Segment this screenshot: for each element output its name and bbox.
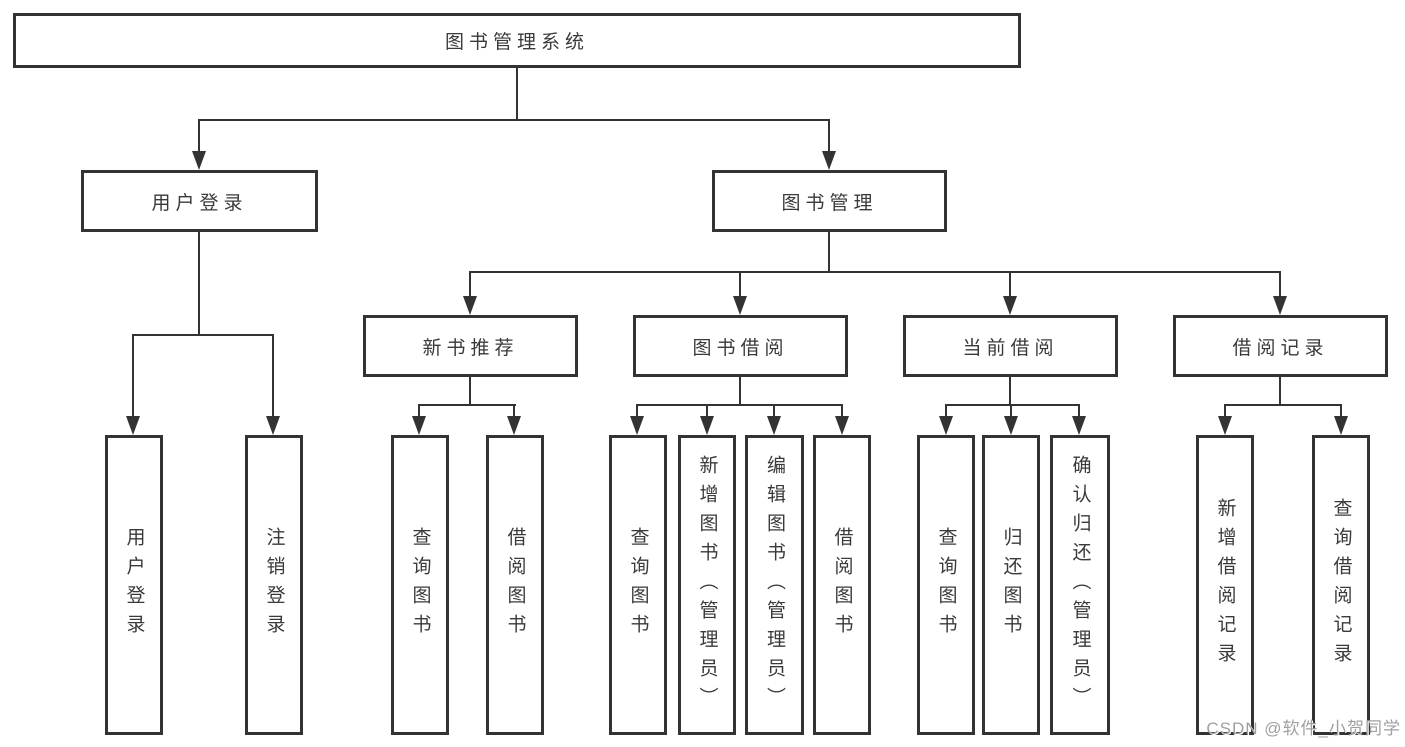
node-current-borrowing: 当前借阅	[903, 315, 1118, 377]
arrow-down-icon	[630, 416, 644, 435]
connector-line	[828, 232, 830, 272]
arrow-down-icon	[412, 416, 426, 435]
arrow-down-icon	[507, 416, 521, 435]
arrow-down-icon	[1072, 416, 1086, 435]
arrow-down-icon	[1218, 416, 1232, 435]
leaf-query-books-recommend: 查询图书	[391, 435, 449, 735]
connector-line	[773, 405, 775, 421]
csdn-watermark: CSDN @软件_小贺同学	[1206, 719, 1401, 738]
node-borrowing-records: 借阅记录	[1173, 315, 1388, 377]
connector-line	[1279, 272, 1281, 301]
connector-line	[516, 68, 518, 120]
arrow-down-icon	[1004, 416, 1018, 435]
connector-line	[945, 405, 947, 421]
connector-line	[469, 271, 1281, 273]
arrow-down-icon	[1273, 296, 1287, 315]
node-new-book-recommendation: 新书推荐	[363, 315, 578, 377]
leaf-add-books-admin: 新增图书（管理员）	[678, 435, 736, 735]
leaf-logout: 注销登录	[245, 435, 303, 735]
arrow-down-icon	[733, 296, 747, 315]
connector-line	[636, 404, 843, 406]
connector-line	[636, 405, 638, 421]
node-book-management: 图书管理	[712, 170, 947, 232]
arrow-down-icon	[192, 151, 206, 170]
arrow-down-icon	[463, 296, 477, 315]
arrow-down-icon	[700, 416, 714, 435]
connector-line	[132, 335, 134, 421]
connector-line	[1340, 405, 1342, 421]
connector-line	[132, 334, 274, 336]
connector-line	[945, 404, 1080, 406]
arrow-down-icon	[266, 416, 280, 435]
arrow-down-icon	[1003, 296, 1017, 315]
connector-line	[1010, 405, 1012, 421]
leaf-return-books: 归还图书	[982, 435, 1040, 735]
connector-line	[1224, 405, 1226, 421]
arrow-down-icon	[835, 416, 849, 435]
arrow-down-icon	[1334, 416, 1348, 435]
connector-line	[1009, 272, 1011, 301]
leaf-query-books-borrow: 查询图书	[609, 435, 667, 735]
connector-line	[739, 377, 741, 405]
arrow-down-icon	[939, 416, 953, 435]
leaf-add-borrow-record: 新增借阅记录	[1196, 435, 1254, 735]
connector-line	[469, 377, 471, 405]
leaf-borrow-books-recommend: 借阅图书	[486, 435, 544, 735]
connector-line	[739, 272, 741, 301]
connector-line	[418, 404, 516, 406]
connector-line	[1009, 377, 1011, 405]
arrow-down-icon	[822, 151, 836, 170]
node-book-borrowing: 图书借阅	[633, 315, 848, 377]
connector-line	[1078, 405, 1080, 421]
connector-line	[706, 405, 708, 421]
connector-line	[198, 120, 200, 156]
node-library-management-system: 图书管理系统	[13, 13, 1021, 68]
arrow-down-icon	[126, 416, 140, 435]
connector-line	[513, 405, 515, 421]
connector-line	[1279, 377, 1281, 405]
leaf-confirm-return-admin: 确认归还（管理员）	[1050, 435, 1110, 735]
node-user-login: 用户登录	[81, 170, 318, 232]
connector-line	[828, 120, 830, 156]
connector-line	[1224, 404, 1342, 406]
connector-line	[841, 405, 843, 421]
leaf-edit-books-admin: 编辑图书（管理员）	[745, 435, 804, 735]
arrow-down-icon	[767, 416, 781, 435]
leaf-query-borrow-record: 查询借阅记录	[1312, 435, 1370, 735]
leaf-query-books-current: 查询图书	[917, 435, 975, 735]
connector-line	[469, 272, 471, 301]
connector-line	[198, 119, 830, 121]
connector-line	[272, 335, 274, 421]
connector-line	[418, 405, 420, 421]
leaf-user-login: 用户登录	[105, 435, 163, 735]
connector-line	[198, 232, 200, 335]
leaf-borrow-books: 借阅图书	[813, 435, 871, 735]
